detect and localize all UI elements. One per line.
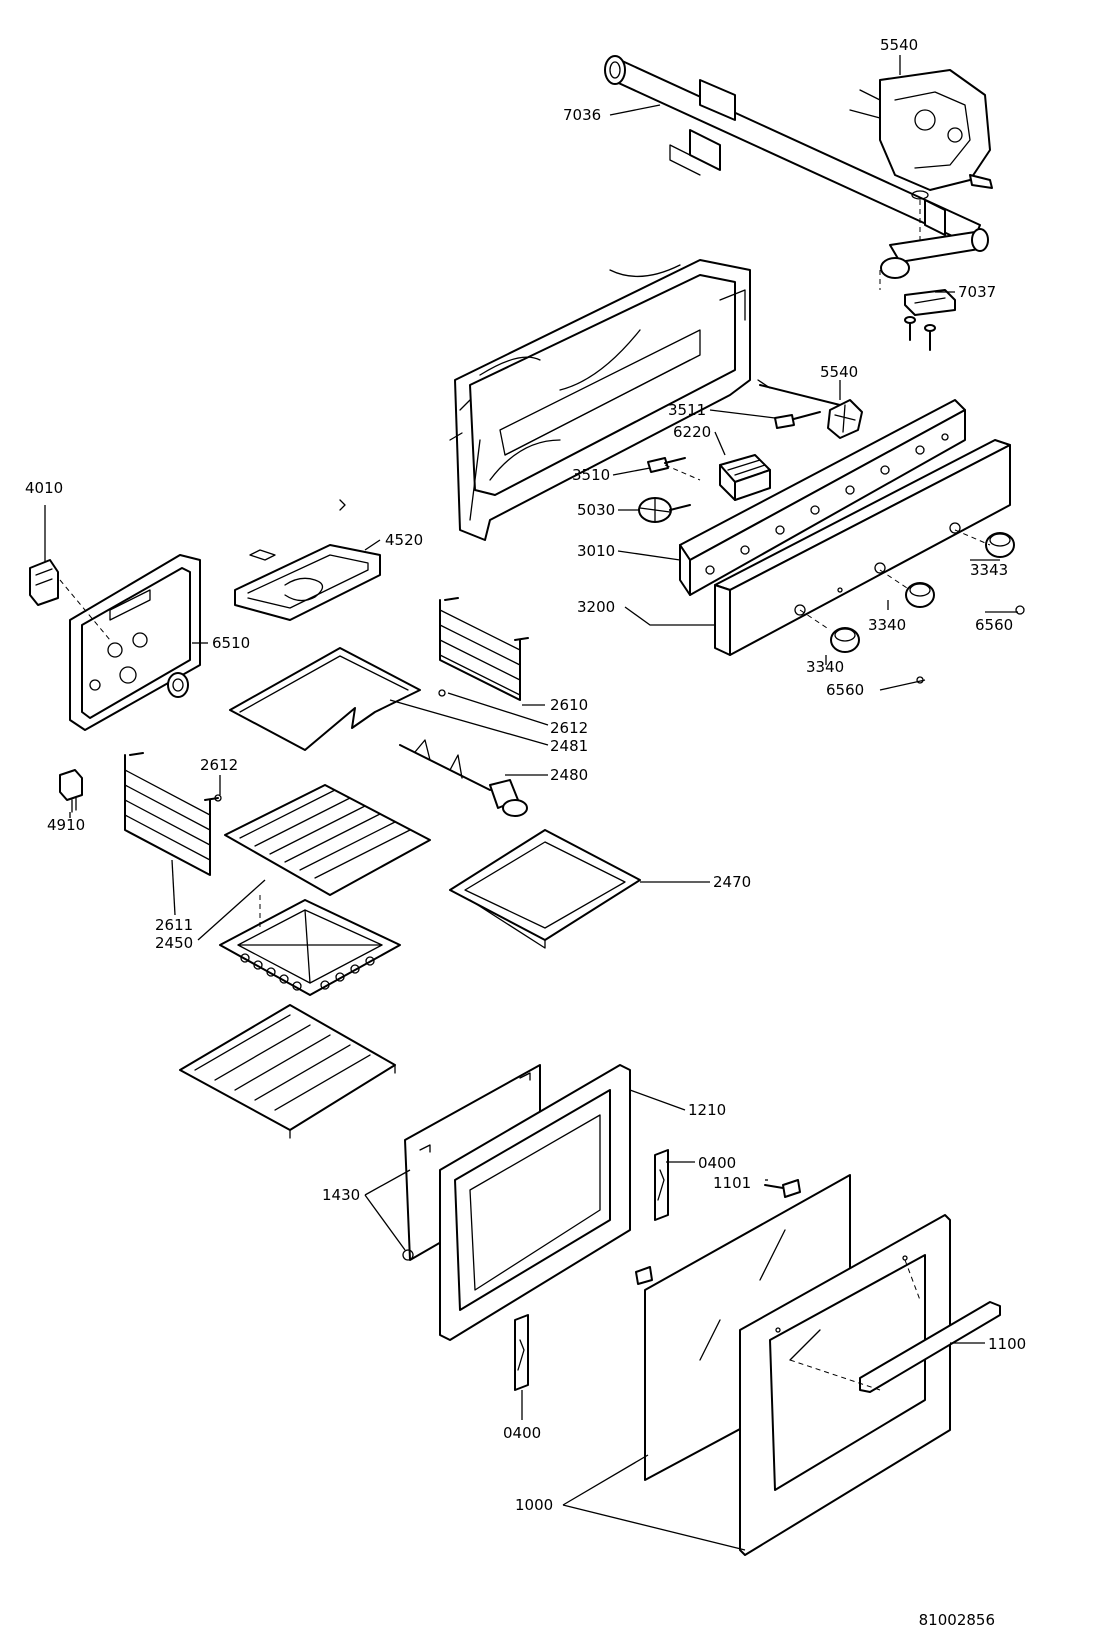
label-3200: 3200 (577, 598, 615, 616)
side-rack-2611 (124, 752, 219, 876)
label-3343: 3343 (970, 561, 1008, 579)
label-1430: 1430 (322, 1186, 360, 1204)
knob-3343 (985, 532, 1015, 558)
oven-cavity (449, 259, 751, 541)
label-1101: 1101 (713, 1174, 751, 1192)
label-3511: 3511 (668, 401, 706, 419)
panel-holes (705, 433, 949, 575)
socket-4910 (59, 769, 83, 813)
label-2612: 2612 (200, 756, 238, 774)
label-2470: 2470 (713, 873, 751, 891)
lamp-4010 (29, 559, 59, 606)
label-0400: 0400 (698, 1154, 736, 1172)
label-3510: 3510 (572, 466, 610, 484)
label-2610: 2610 (550, 696, 588, 714)
gas-pipe-7036 (604, 55, 989, 279)
wire-shelf-2450 (224, 784, 431, 896)
screw-2612-b (214, 794, 222, 802)
label-1000: 1000 (515, 1496, 553, 1514)
facia-3200 (714, 439, 1011, 656)
hinge-0400-b (514, 1314, 529, 1391)
label-6510: 6510 (212, 634, 250, 652)
label-5030: 5030 (577, 501, 615, 519)
hinge-0400-a (654, 1149, 669, 1221)
label-4520: 4520 (385, 531, 423, 549)
label-2612: 2612 (550, 719, 588, 737)
hinge-part-1101 (635, 1179, 801, 1285)
label-6220: 6220 (673, 423, 711, 441)
label-6560: 6560 (975, 616, 1013, 634)
label-4010: 4010 (25, 479, 63, 497)
label-7036: 7036 (563, 106, 601, 124)
drip-shield-2481 (229, 647, 421, 751)
label-3340: 3340 (868, 616, 906, 634)
rear-panel (69, 554, 201, 731)
label-3340: 3340 (806, 658, 844, 676)
label-2450: 2450 (155, 934, 193, 952)
spring-6560-a (1015, 605, 1025, 615)
heating-element-4520 (234, 499, 381, 621)
label-4910: 4910 (47, 816, 85, 834)
gas-valve-5540-mid (757, 379, 863, 439)
door-frame-1210 (439, 1064, 631, 1341)
control-panel-3010 (679, 399, 966, 596)
gas-valve-5540-top (849, 69, 993, 240)
thermostat-knob-6510 (167, 672, 189, 698)
plate-rivets (240, 953, 375, 991)
label-1210: 1210 (688, 1101, 726, 1119)
assembly-lines (59, 270, 991, 1391)
label-1100: 1100 (988, 1335, 1026, 1353)
side-rack-2610 (439, 597, 529, 701)
screw-2612-a (438, 689, 446, 697)
knob-3340-b (830, 627, 860, 653)
label-6560: 6560 (826, 681, 864, 699)
switch-3511 (774, 411, 821, 429)
rotisserie-spit-2480 (399, 739, 528, 817)
part-labels: 5540 7036 7037 5540 3511 6220 3510 5030 … (25, 36, 1026, 1514)
label-3010: 3010 (577, 542, 615, 560)
diagram-code: 81002856 (919, 1611, 995, 1629)
label-2481: 2481 (550, 737, 588, 755)
label-2611: 2611 (155, 916, 193, 934)
leader-lines (44, 55, 1018, 1551)
energy-regulator-6220 (719, 454, 771, 501)
label-2480: 2480 (550, 766, 588, 784)
label-7037: 7037 (958, 283, 996, 301)
bracket-7037 (904, 289, 956, 351)
label-0400: 0400 (503, 1424, 541, 1442)
door-handle-1100 (859, 1301, 1001, 1393)
knob-3340-a (905, 582, 935, 608)
label-5540: 5540 (880, 36, 918, 54)
rotisserie-motor-5030 (638, 497, 691, 523)
grill-pan (179, 1004, 396, 1139)
label-5540: 5540 (820, 363, 858, 381)
switch-3510 (647, 457, 686, 473)
baking-tray-2470 (449, 829, 641, 949)
outer-door-1000 (739, 1214, 951, 1556)
enamel-plate (219, 899, 401, 996)
